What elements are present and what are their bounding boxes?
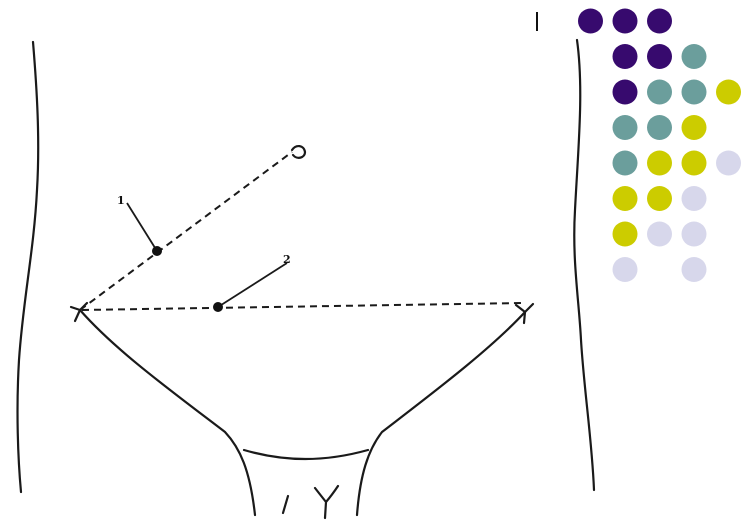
right-genital-mark <box>315 486 338 518</box>
right-groin-line <box>357 312 525 515</box>
left-torso-outline <box>18 42 39 492</box>
color-dot-grid <box>578 9 741 283</box>
umbilicus-mark <box>292 146 305 158</box>
point-2-dot <box>213 302 223 312</box>
left-groin-line <box>80 310 255 515</box>
dot-lavender <box>647 222 672 247</box>
dot-lavender <box>716 151 741 176</box>
pubic-curve <box>244 450 368 459</box>
dot-teal <box>682 80 707 105</box>
dot-yellow <box>716 80 741 105</box>
dot-teal <box>647 80 672 105</box>
right-torso-outline <box>574 40 594 490</box>
dot-purple <box>578 9 603 34</box>
point-1-dot <box>152 246 162 256</box>
interspinous-dashed-line <box>82 303 522 310</box>
dot-teal <box>613 151 638 176</box>
dot-teal <box>682 44 707 69</box>
dot-teal <box>613 115 638 140</box>
dot-lavender <box>682 257 707 282</box>
dot-yellow <box>682 115 707 140</box>
left-genital-mark <box>283 496 288 513</box>
dot-purple <box>613 44 638 69</box>
leader-line-2 <box>218 263 287 307</box>
dot-yellow <box>682 151 707 176</box>
dot-yellow <box>647 151 672 176</box>
dot-purple <box>647 44 672 69</box>
dot-yellow <box>613 222 638 247</box>
oblique-dashed-line <box>80 152 292 310</box>
dot-purple <box>613 9 638 34</box>
dot-lavender <box>613 257 638 282</box>
dot-lavender <box>682 186 707 211</box>
point-1-label: 1 <box>117 194 125 207</box>
point-2-label: 2 <box>283 253 291 266</box>
dot-lavender <box>682 222 707 247</box>
dot-purple <box>613 80 638 105</box>
dot-yellow <box>613 186 638 211</box>
dot-purple <box>647 9 672 34</box>
leader-line-1 <box>127 203 157 251</box>
dot-teal <box>647 115 672 140</box>
dot-yellow <box>647 186 672 211</box>
